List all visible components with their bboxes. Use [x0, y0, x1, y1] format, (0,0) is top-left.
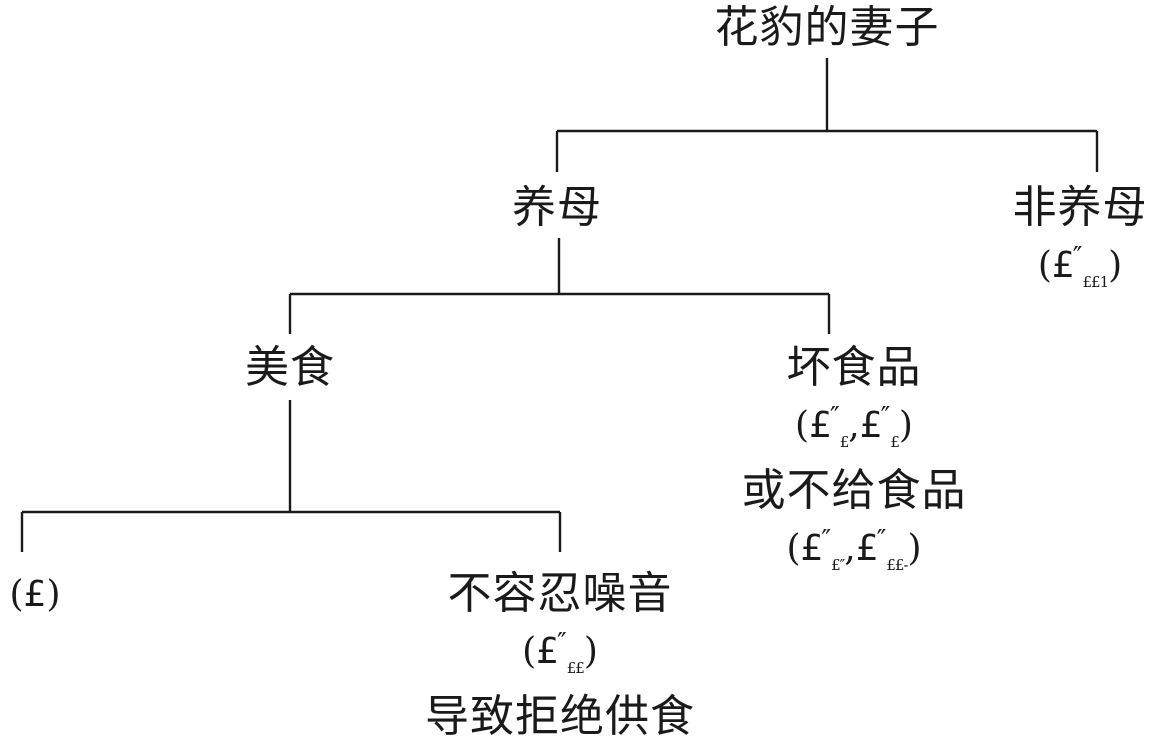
payoff-subscript: ££- [886, 556, 908, 574]
intolerant-note: 导致拒绝供食 [425, 691, 695, 742]
root-label: 花豹的妻子 [714, 2, 940, 53]
prime-mark: ″ [830, 402, 840, 432]
prime-mark: ″ [557, 628, 567, 658]
good-food-node: 美食 [190, 342, 390, 394]
adopter-label: 养母 [512, 182, 602, 233]
root-node: 花豹的妻子 [627, 2, 1027, 54]
payoff-subscript: £″ [831, 556, 845, 574]
paren-close: ) [1108, 245, 1123, 286]
prime-mark: ″ [1072, 242, 1083, 272]
paren-close: ) [46, 574, 61, 615]
tolerant-payoff: (£) [0, 572, 70, 618]
bad-food-node: 坏食品 (£″£,£″£) 或不给食品 (£″£″,£″££-) [679, 342, 1029, 588]
payoff-separator: , [848, 405, 860, 446]
paren-open: ( [522, 631, 537, 672]
prime-mark: ″ [876, 525, 887, 555]
adopter-node: 养母 [457, 182, 657, 234]
paren-close: ) [907, 528, 922, 569]
no-food-payoff: (£″£″,£″££-) [679, 517, 1029, 588]
non-adopter-payoff: (£″££1) [997, 234, 1163, 305]
payoff-separator: , [844, 528, 856, 569]
no-food-label: 或不给食品 [741, 465, 967, 516]
intolerant-payoff: (£″££) [380, 620, 740, 691]
pound-symbol: £ [859, 405, 883, 446]
intolerant-label: 不容忍噪音 [447, 568, 673, 619]
paren-close: ) [583, 631, 598, 672]
pound-symbol: £ [800, 528, 824, 569]
good-food-label: 美食 [245, 342, 335, 393]
non-adopter-label: 非养母 [1012, 182, 1148, 233]
prime-mark: ″ [880, 402, 891, 432]
pound-symbol: £ [809, 405, 832, 446]
pound-symbol: £ [536, 631, 560, 672]
intolerant-node: 不容忍噪音 (£″££) 导致拒绝供食 [380, 568, 740, 743]
paren-open: ( [9, 574, 24, 615]
non-adopter-node: 非养母 (£″££1) [997, 182, 1163, 305]
payoff-subscript: ££ [566, 659, 585, 677]
paren-close: ) [898, 405, 913, 446]
pound-symbol: £ [855, 528, 879, 569]
bad-food-label: 坏食品 [786, 342, 922, 393]
paren-open: ( [795, 405, 810, 446]
tolerant-node: (£) [0, 572, 70, 618]
bad-food-payoff: (£″£,£″£) [679, 394, 1029, 465]
paren-open: ( [1037, 245, 1052, 286]
paren-open: ( [786, 528, 801, 569]
pound-symbol: £ [23, 574, 47, 615]
payoff-subscript: £ [890, 433, 899, 451]
prime-mark: ″ [821, 525, 832, 555]
pound-symbol: £ [1051, 245, 1075, 286]
payoff-subscript: £ [839, 433, 849, 451]
payoff-subscript: ££1 [1082, 273, 1109, 291]
